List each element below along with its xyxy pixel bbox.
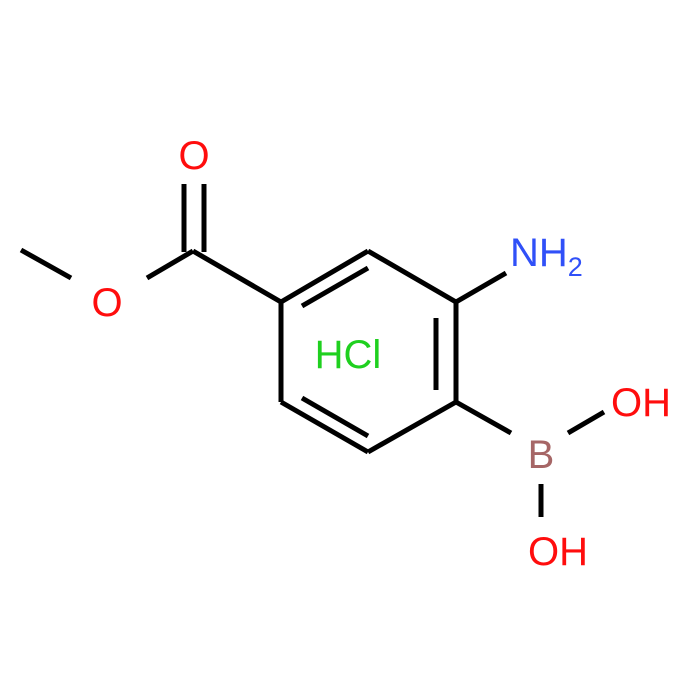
bond-ring-amine [454, 270, 508, 305]
amine-subscript: 2 [568, 252, 583, 282]
ring-bond-2 [366, 248, 458, 305]
amine-text: NH [510, 231, 568, 275]
amine-label: NH2 [510, 231, 583, 282]
ring-bond-1 [279, 248, 370, 305]
bond-ring-boron [454, 399, 513, 436]
hcl-label: HCl [315, 333, 382, 377]
bond-ester-oxygen-carbonyl-carbon [145, 248, 195, 281]
boron-label: B [528, 433, 555, 477]
bond-carbonyl-ring [191, 248, 283, 305]
bond-methyl-ester-oxygen [19, 247, 73, 281]
ring-bond-5 [279, 399, 370, 455]
ring-inner-bond-top [300, 265, 370, 309]
hydroxyl-lower-label: OH [528, 530, 588, 574]
hydroxyl-upper-label: OH [611, 381, 671, 425]
bond-boron-hydroxyl-upper [566, 409, 606, 436]
ring-inner-bond-bottom [300, 395, 370, 439]
ester-oxygen-label: O [91, 281, 122, 325]
ring-bond-4 [366, 399, 458, 455]
carbonyl-oxygen-label: O [178, 134, 209, 178]
